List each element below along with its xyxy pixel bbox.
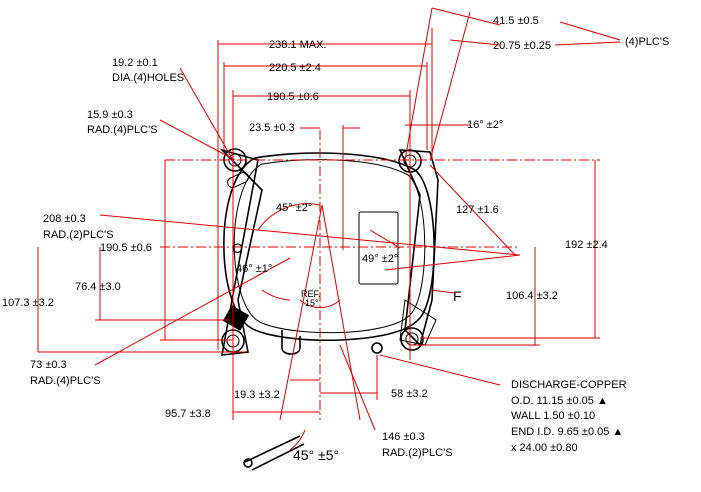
angle-46-label: 46° ±1°: [236, 263, 272, 275]
h-106-label: 106.4 ±3.2: [506, 290, 558, 302]
height-190-label: 190.5 ±0.6: [100, 242, 152, 254]
tube-angle-label: 45° ±5°: [293, 447, 339, 463]
hole-dia-label: 19.2 ±0.1: [112, 57, 158, 69]
width-220-label: 220.5 ±2.4: [269, 62, 321, 74]
rad-146-note: RAD.(2)PLC'S: [382, 447, 453, 459]
x-19-label: 19.3 ±3.2: [234, 389, 280, 401]
c-mark: C: [232, 240, 242, 256]
rad-208-label: 208 ±0.3: [43, 213, 86, 225]
plcs-4-label: (4)PLC'S: [625, 36, 669, 48]
discharge-title: DISCHARGE-COPPER: [511, 379, 627, 391]
hole-dia-note: DIA.(4)HOLES: [112, 72, 184, 84]
angle-49-label: 49° ±2°: [362, 253, 398, 265]
discharge-length: x 24.00 ±0.80: [511, 442, 578, 454]
rad-15-note: RAD.(4)PLC'S: [87, 124, 158, 136]
ref-15-label: 15°: [305, 298, 319, 308]
h-192-label: 192 ±2.4: [565, 239, 608, 251]
dimension-lines: [37, 7, 621, 451]
x-95-label: 95.7 ±3.8: [165, 408, 211, 420]
discharge-wall: WALL 1.50 ±0.10: [511, 410, 595, 422]
dimension-labels: 238.1 MAX. 220.5 ±2.4 190.5 ±0.6 23.5 ±0…: [2, 15, 669, 463]
offset-23-label: 23.5 ±0.3: [249, 122, 295, 134]
rad-15-label: 15.9 ±0.3: [87, 109, 133, 121]
discharge-end: END I.D. 9.65 ±0.05 ▲: [511, 426, 623, 438]
max-width-label: 238.1 MAX.: [269, 39, 326, 51]
angle-16-label: 16° ±2°: [467, 119, 503, 131]
rad-146-label: 146 ±0.3: [382, 431, 425, 443]
angle-45-label: 45° ±2°: [276, 202, 312, 214]
discharge-od: O.D. 11.15 ±0.05 ▲: [511, 395, 608, 407]
compressor-outline: [219, 148, 439, 471]
rad-208-note: RAD.(2)PLC'S: [43, 229, 114, 241]
h-107-label: 107.3 ±3.2: [2, 297, 54, 309]
ref-label: REF.: [301, 289, 321, 299]
width-190-label: 190.5 ±0.6: [267, 91, 319, 103]
top-20-label: 20.75 ±0.25: [493, 40, 551, 52]
x-58-label: 58 ±3.2: [391, 388, 428, 400]
d-127-label: 127 ±1.6: [456, 204, 499, 216]
rad-73-note: RAD.(4)PLC'S: [30, 375, 101, 387]
top-41-label: 41.5 ±0.5: [493, 15, 539, 27]
h-76-label: 76.4 ±3.0: [75, 281, 121, 293]
f-mark: F: [453, 288, 462, 304]
rad-73-label: 73 ±0.3: [30, 359, 67, 371]
